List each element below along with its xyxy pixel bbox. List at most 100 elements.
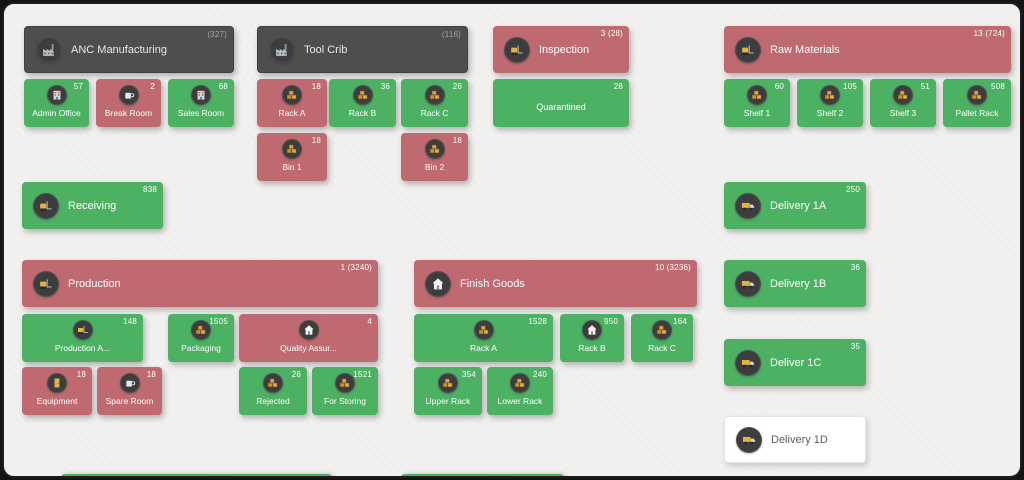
location-label: Tool Crib [304,43,348,56]
count-badge: 18 [76,370,86,379]
location-card-break-room[interactable]: 2 Break Room [96,79,161,127]
truck-icon [735,349,761,376]
count-badge: 18 [452,136,462,145]
location-label: Packaging [181,343,221,353]
house-icon [425,270,451,297]
location-card-finishgoods-rack-a[interactable]: 1528 Rack A [414,314,553,362]
boxes-icon [424,139,445,159]
location-card-finish-goods[interactable]: 10 (3236) Finish Goods [414,260,697,307]
location-card-finishgoods-rack-c[interactable]: 164 Rack C [631,314,693,362]
boxes-icon [282,139,302,159]
location-card-quality-assurance[interactable]: 4 Quality Assur... [239,314,378,362]
truck-icon [735,270,761,297]
location-label: Quality Assur... [280,343,337,353]
location-card-delivery-1d[interactable]: Delivery 1D [724,416,866,463]
location-card-toolcrib-rack-a[interactable]: 18 Rack A [257,79,327,127]
count-badge: 354 [462,370,476,379]
location-label: ANC Manufacturing [71,43,167,56]
count-badge: 1505 [209,317,228,326]
count-badge: 2 [150,82,155,91]
count-badge: 18 [311,82,321,91]
location-card-tool-crib[interactable]: (116) Tool Crib [257,26,468,73]
location-card-bin-1[interactable]: 18 Bin 1 [257,133,327,181]
location-card-lower-rack[interactable]: 240 Lower Rack [487,367,553,415]
count-badge: 148 [123,317,137,326]
count-badge: (116) [441,30,461,39]
location-label: Rack A [278,108,306,118]
location-card-upper-rack[interactable]: 354 Upper Rack [414,367,482,415]
location-card-shelf-2[interactable]: 105 Shelf 2 [797,79,863,127]
location-label: Production [68,277,121,290]
location-label: Spare Room [105,396,154,406]
location-label: Lower Rack [497,396,543,406]
location-card-finishgoods-rack-b[interactable]: 950 Rack B [560,314,624,362]
location-card-shelf-1[interactable]: 60 Shelf 1 [724,79,790,127]
location-card-inspection[interactable]: 3 (28) Inspection [493,26,629,73]
location-label: Production A... [54,343,111,353]
location-card-packaging[interactable]: 1505 Packaging [168,314,234,362]
location-label: Admin Office [32,108,81,118]
location-card-raw-materials[interactable]: 13 (724) Raw Materials [724,26,1011,73]
count-badge: 1528 [528,317,547,326]
partial-card[interactable] [61,474,332,476]
boxes-icon [510,373,530,393]
location-card-shelf-3[interactable]: 51 Shelf 3 [870,79,936,127]
boxes-icon [191,320,211,340]
partial-card[interactable] [401,474,564,476]
count-badge: 57 [73,82,83,91]
location-label: Finish Goods [460,277,525,290]
count-badge: 1 (3240) [340,263,372,272]
location-label: Rejected [256,396,290,406]
count-badge: 18 [311,136,321,145]
location-label: Pallet Rack [955,108,999,118]
location-card-sales-room[interactable]: 68 Sales Room [168,79,234,127]
count-badge: 950 [604,317,618,326]
location-card-admin-office[interactable]: 57 Admin Office [24,79,89,127]
count-badge: 250 [846,185,860,194]
location-card-toolcrib-rack-c[interactable]: 26 Rack C [401,79,468,127]
count-badge: 13 (724) [973,29,1005,38]
location-card-rejected[interactable]: 26 Rejected [239,367,307,415]
mug-icon [118,85,139,105]
location-card-receiving[interactable]: 838 Receiving [22,182,163,229]
location-card-for-storing[interactable]: 1521 For Storing [312,367,378,415]
house-icon [298,320,319,340]
location-label: Inspection [539,43,590,56]
location-label: Delivery 1A [770,199,827,212]
location-card-production[interactable]: 1 (3240) Production [22,260,378,307]
count-badge: 35 [850,342,860,351]
location-card-delivery-1a[interactable]: 250 Delivery 1A [724,182,866,229]
location-card-delivery-1b[interactable]: 36 Delivery 1B [724,260,866,307]
location-card-spare-room[interactable]: 18 Spare Room [97,367,162,415]
boxes-icon [282,85,302,105]
count-badge: (327) [207,30,227,39]
count-badge: 1521 [353,370,372,379]
location-label: Delivery 1D [771,433,828,446]
boxes-icon [652,320,672,340]
boxes-icon [335,373,355,393]
forklift-icon [504,36,530,63]
boxes-icon [967,85,987,105]
location-label: Break Room [104,108,153,118]
location-label: Quarantined [536,102,586,112]
count-badge: 4 [367,317,372,326]
location-label: Rack C [420,108,449,118]
boxes-icon [473,320,494,340]
location-card-toolcrib-rack-b[interactable]: 36 Rack B [329,79,396,127]
location-card-pallet-rack[interactable]: 508 Pallet Rack [943,79,1011,127]
count-badge: 240 [533,370,547,379]
location-label: Rack B [578,343,606,353]
location-card-production-a[interactable]: 148 Production A... [22,314,143,362]
forklift-icon [735,36,761,63]
location-card-quarantined[interactable]: 28 Quarantined [493,79,629,127]
location-card-deliver-1c[interactable]: 35 Deliver 1C [724,339,866,386]
location-card-equipment[interactable]: 18 Equipment [22,367,92,415]
location-label: Rack C [648,343,676,353]
location-card-bin-2[interactable]: 18 Bin 2 [401,133,468,181]
location-card-anc-manufacturing[interactable]: (327) ANC Manufacturing [24,26,234,73]
count-badge: 164 [673,317,687,326]
location-label: Sales Room [177,108,225,118]
house-icon [582,320,602,340]
count-badge: 36 [850,263,860,272]
